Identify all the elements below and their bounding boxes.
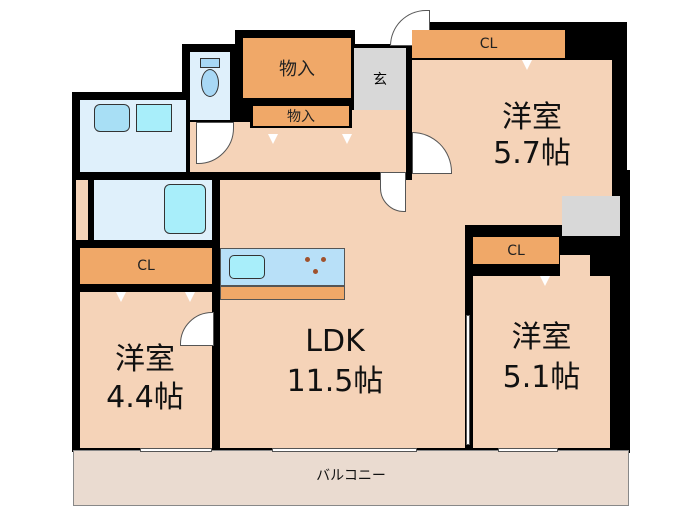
closet-door-icon	[540, 276, 550, 286]
room-nook	[560, 255, 590, 285]
room-name: 洋室	[502, 100, 562, 135]
balcony: バルコニー	[73, 450, 629, 506]
kitchen-shelf	[220, 286, 345, 300]
western-room-4-4: 洋室 4.4帖	[80, 292, 212, 448]
sink-icon	[229, 255, 265, 279]
toilet-room	[190, 52, 230, 120]
room-size: 11.5帖	[286, 364, 384, 399]
room-size: 4.4帖	[106, 380, 184, 415]
closet: CL	[412, 30, 565, 58]
storage-gray	[562, 196, 620, 236]
washroom	[80, 100, 186, 172]
room-name: 洋室	[115, 342, 175, 377]
shelf	[76, 180, 88, 240]
sliding-door	[466, 315, 470, 445]
window	[272, 448, 417, 452]
stove-icon	[321, 257, 326, 262]
washbasin-icon	[94, 104, 130, 132]
closet-door-icon	[522, 60, 532, 70]
room-size: 5.7帖	[493, 136, 571, 171]
closet-door-icon	[342, 134, 352, 144]
toilet-icon	[201, 69, 219, 97]
entrance: 玄	[354, 48, 406, 110]
storage-large: 物入	[243, 38, 351, 98]
closet: CL	[473, 237, 559, 264]
closet-door-icon	[116, 292, 126, 302]
window	[140, 448, 212, 452]
room-size: 5.1帖	[502, 360, 581, 395]
washing-machine-icon	[136, 104, 172, 132]
window	[498, 448, 558, 452]
balcony-label: バルコニー	[316, 468, 386, 484]
kitchen-counter	[220, 248, 345, 286]
closet: CL	[80, 248, 212, 284]
bathtub-icon	[164, 184, 206, 234]
stove-icon	[313, 269, 318, 274]
hallway	[352, 110, 406, 130]
entrance-label: 玄	[373, 72, 387, 88]
closet-door-icon	[268, 134, 278, 144]
ldk: LDK 11.5帖	[220, 180, 465, 448]
storage-small: 物入	[253, 106, 349, 126]
stove-icon	[305, 257, 310, 262]
room-name: LDK	[305, 324, 365, 359]
room-nook	[590, 280, 610, 290]
toilet-tank-icon	[200, 58, 220, 68]
bathroom	[94, 180, 212, 240]
closet-door-icon	[185, 292, 195, 302]
room-name: 洋室	[511, 320, 572, 355]
western-room-5-1: 洋室 5.1帖	[473, 276, 610, 448]
